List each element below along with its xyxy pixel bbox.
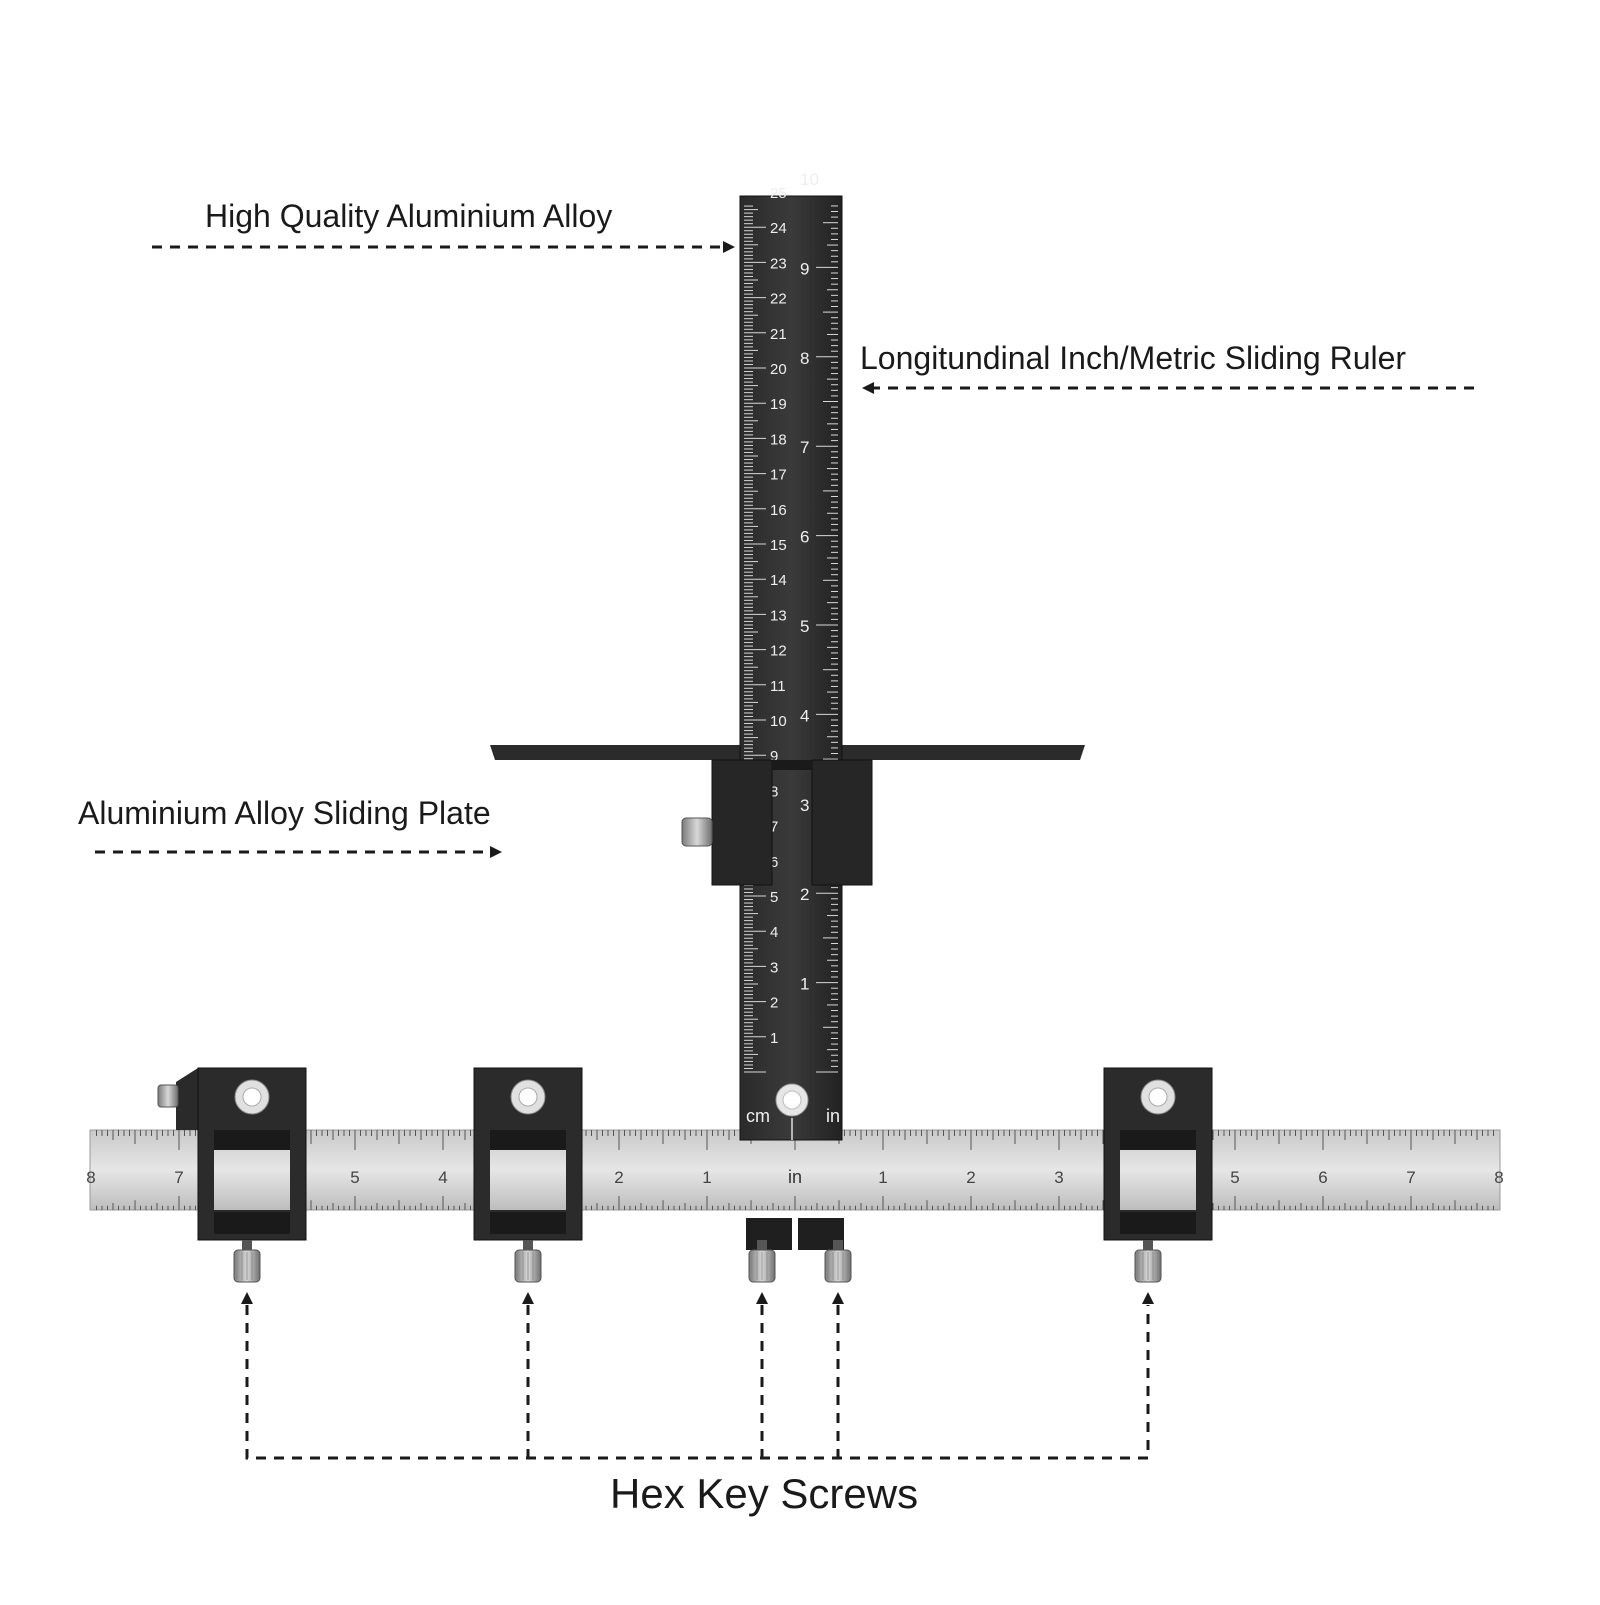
- cm-number: 22: [770, 291, 787, 308]
- inch-number: 10: [800, 170, 819, 189]
- cm-number: 6: [770, 854, 778, 871]
- cm-number: 4: [770, 924, 778, 941]
- inch-number: 1: [800, 975, 809, 994]
- vertical-ruler-inch-numbers: 1 2 3 4 5 6 7 8 9 10: [800, 170, 819, 994]
- knurled-thumb-screw-icon: [824, 1240, 852, 1283]
- horizontal-ruler-number: 1: [702, 1168, 711, 1187]
- horizontal-ruler-number: 2: [614, 1168, 623, 1187]
- cm-number: 13: [770, 607, 787, 624]
- cm-number: 19: [770, 396, 787, 413]
- knurled-thumb-screw-icon: [748, 1240, 776, 1283]
- horizontal-steel-ruler: 1234567812345678 in: [86, 1129, 1504, 1211]
- cm-number: 15: [770, 537, 787, 554]
- cm-number: 25: [770, 185, 787, 202]
- inch-unit-label: in: [826, 1106, 840, 1126]
- hex-key-screws-label: Hex Key Screws: [610, 1470, 919, 1517]
- hex-key-screws: [233, 1240, 1162, 1283]
- knurled-thumb-screw-icon: [157, 1084, 179, 1108]
- cm-number: 5: [770, 889, 778, 906]
- horizontal-ruler-number: 5: [1230, 1168, 1239, 1187]
- cm-number: 8: [770, 783, 778, 800]
- cm-number: 24: [770, 220, 787, 237]
- cm-number: 10: [770, 713, 787, 730]
- horizontal-ruler-number: 3: [1054, 1168, 1063, 1187]
- horizontal-ruler-number: 8: [1494, 1168, 1503, 1187]
- inch-number: 4: [800, 706, 809, 725]
- stop-block: [1103, 1067, 1213, 1241]
- horizontal-ruler-number: 2: [966, 1168, 975, 1187]
- stop-block: [157, 1067, 307, 1241]
- center-clamp: [746, 1218, 844, 1250]
- inch-number: 6: [800, 528, 809, 547]
- cm-number: 12: [770, 643, 787, 660]
- stop-blocks: [157, 1067, 1213, 1241]
- cm-unit-label: cm: [746, 1106, 770, 1126]
- cm-number: 7: [770, 819, 778, 836]
- vertical-ruler-cm-numbers: 1234567891011121314151617181920212223242…: [770, 185, 787, 1047]
- vertical-sliding-ruler: 1234567891011121314151617181920212223242…: [739, 170, 843, 1141]
- knurled-thumb-screw-icon: [681, 817, 713, 847]
- inch-number: 7: [800, 438, 809, 457]
- cm-number: 16: [770, 502, 787, 519]
- inch-number: 8: [800, 349, 809, 368]
- cm-number: 1: [770, 1030, 778, 1047]
- horizontal-ruler-number: 7: [1406, 1168, 1415, 1187]
- stop-block: [473, 1067, 583, 1241]
- cm-number: 20: [770, 361, 787, 378]
- horizontal-ruler-number: 6: [1318, 1168, 1327, 1187]
- sliding-ruler-label: Longitundinal Inch/Metric Sliding Ruler: [860, 340, 1407, 376]
- sliding-plate-label: Aluminium Alloy Sliding Plate: [78, 795, 491, 831]
- aluminium-alloy-label: High Quality Aluminium Alloy: [205, 198, 613, 234]
- horizontal-ruler-number: 4: [438, 1168, 447, 1187]
- knurled-thumb-screw-icon: [1134, 1240, 1162, 1283]
- cm-number: 14: [770, 572, 787, 589]
- horizontal-ruler-number: 8: [86, 1168, 95, 1187]
- knurled-thumb-screw-icon: [514, 1240, 542, 1283]
- sliding-plate-block: [681, 759, 873, 886]
- cm-number: 18: [770, 431, 787, 448]
- leader-lines: [95, 245, 1475, 1460]
- cm-number: 17: [770, 467, 787, 484]
- arrowheads: [241, 241, 1154, 1304]
- inch-number: 5: [800, 617, 809, 636]
- horizontal-ruler-number: 5: [350, 1168, 359, 1187]
- cm-number: 21: [770, 326, 787, 343]
- horizontal-ruler-number: 1: [878, 1168, 887, 1187]
- inch-number: 3: [800, 796, 809, 815]
- knurled-thumb-screw-icon: [233, 1240, 261, 1283]
- cm-number: 23: [770, 255, 787, 272]
- cm-number: 3: [770, 959, 778, 976]
- cm-number: 2: [770, 995, 778, 1012]
- inch-number: 2: [800, 885, 809, 904]
- horizontal-ruler-number: 7: [174, 1168, 183, 1187]
- inch-number: 9: [800, 259, 809, 278]
- cm-number: 9: [770, 748, 778, 765]
- cm-number: 11: [770, 678, 786, 695]
- horizontal-ruler-center-label: in: [788, 1167, 802, 1187]
